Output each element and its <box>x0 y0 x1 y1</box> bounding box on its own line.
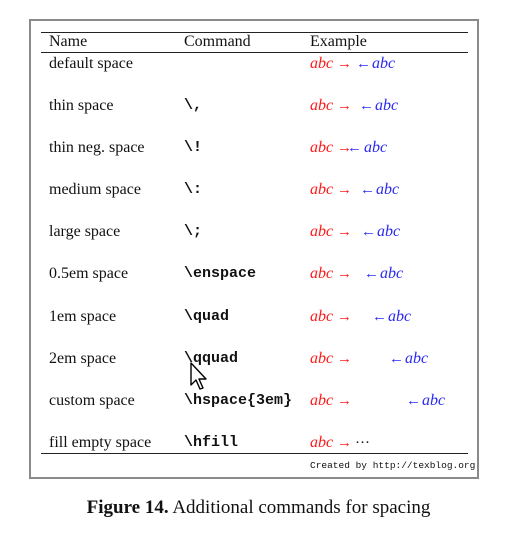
right-arrow-icon: → <box>337 224 352 240</box>
right-arrow-icon: → <box>337 266 352 282</box>
left-arrow-icon: ← <box>364 266 379 282</box>
row-command: \, <box>184 97 203 114</box>
left-arrow-icon: ← <box>360 182 375 198</box>
row-command: \hspace{3em} <box>184 392 293 409</box>
row-command: \quad <box>184 308 230 325</box>
example-left-abc: abc <box>310 392 334 409</box>
row-command: \: <box>184 181 203 198</box>
right-arrow-icon: → <box>337 309 352 325</box>
table-header-rule <box>41 52 468 53</box>
example-right-abc: abc <box>422 392 446 409</box>
row-command: \enspace <box>184 265 257 282</box>
example-right-abc: abc <box>388 308 412 325</box>
row-command: \qquad <box>184 350 239 367</box>
right-arrow-icon: → <box>337 182 352 198</box>
example-left-abc: abc <box>310 308 334 325</box>
table-bottom-rule <box>41 453 468 454</box>
left-arrow-icon: ← <box>361 224 376 240</box>
example-left-abc: abc <box>310 265 334 282</box>
row-name: thin space <box>49 97 114 114</box>
left-arrow-icon: ← <box>347 140 362 156</box>
example-right-abc: abc <box>380 265 404 282</box>
caption-label: Figure 14. <box>86 497 169 518</box>
row-name: large space <box>49 223 121 240</box>
left-arrow-icon: ← <box>356 56 371 72</box>
example-right-abc: abc <box>376 181 400 198</box>
row-name: 1em space <box>49 308 117 325</box>
row-command: \; <box>184 223 203 240</box>
table-figure-frame <box>29 19 479 479</box>
example-right-abc: abc <box>364 139 388 156</box>
row-name: default space <box>49 55 133 72</box>
example-left-abc: abc <box>310 350 334 367</box>
table-top-rule <box>41 32 468 33</box>
row-name: custom space <box>49 392 135 409</box>
example-left-abc: abc <box>310 97 334 114</box>
example-left-abc: abc <box>310 55 334 72</box>
right-arrow-icon: → <box>337 98 352 114</box>
row-name: 0.5em space <box>49 265 129 282</box>
header-name: Name <box>49 33 88 50</box>
row-name: thin neg. space <box>49 139 145 156</box>
row-name: medium space <box>49 181 141 198</box>
example-right-abc: abc <box>377 223 401 240</box>
right-arrow-icon: → <box>337 393 352 409</box>
right-arrow-icon: → <box>337 140 352 156</box>
example-right-abc: abc <box>405 350 429 367</box>
header-example: Example <box>310 33 367 50</box>
example-left-abc: abc <box>310 434 334 451</box>
row-command: \hfill <box>184 434 239 451</box>
example-left-abc: abc <box>310 139 334 156</box>
left-arrow-icon: ← <box>389 351 404 367</box>
right-arrow-icon: → <box>337 56 352 72</box>
header-command: Command <box>184 33 251 50</box>
right-arrow-icon: → <box>337 351 352 367</box>
ellipsis-icon: ··· <box>355 435 370 451</box>
row-name: fill empty space <box>49 434 152 451</box>
row-name: 2em space <box>49 350 117 367</box>
mouse-cursor-icon <box>190 362 207 390</box>
row-command: \! <box>184 139 203 156</box>
figure-caption: Figure 14. Additional commands for spaci… <box>0 497 517 519</box>
example-left-abc: abc <box>310 181 334 198</box>
example-left-abc: abc <box>310 223 334 240</box>
credit-text: Created by http://texblog.org <box>310 460 476 471</box>
caption-text: Additional commands for spacing <box>168 497 431 518</box>
example-right-abc: abc <box>372 55 396 72</box>
left-arrow-icon: ← <box>359 98 374 114</box>
left-arrow-icon: ← <box>406 393 421 409</box>
left-arrow-icon: ← <box>372 309 387 325</box>
example-right-abc: abc <box>375 97 399 114</box>
right-arrow-icon: → <box>337 435 352 451</box>
